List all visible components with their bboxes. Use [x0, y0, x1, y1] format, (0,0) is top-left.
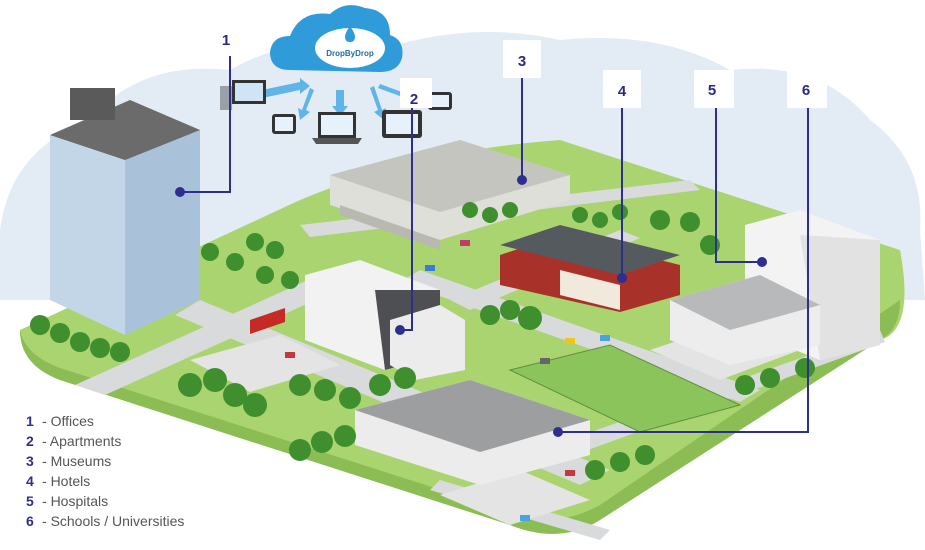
legend-item-museums: 3- Museums	[26, 451, 184, 471]
legend-label: Schools / Universities	[50, 513, 185, 529]
legend-item-hotels: 4- Hotels	[26, 471, 184, 491]
legend-label: Hospitals	[50, 493, 109, 509]
sports-field	[508, 344, 742, 433]
callout-number-2: 2	[410, 91, 418, 108]
trees	[30, 202, 815, 480]
cloud-icon	[270, 5, 403, 72]
red-bus	[250, 308, 285, 334]
legend-item-hospitals: 5- Hospitals	[26, 491, 184, 511]
legend-number: 1	[26, 413, 34, 429]
legend-item-schools: 6- Schools / Universities	[26, 511, 184, 531]
legend-label: Apartments	[49, 433, 122, 449]
legend-dash: -	[42, 433, 50, 449]
legend-dash: -	[42, 513, 51, 529]
legend-number: 5	[26, 493, 34, 509]
callout-number-1: 1	[222, 32, 230, 49]
cars	[285, 240, 610, 521]
ground-edge	[20, 300, 900, 534]
hospital-building	[670, 210, 880, 365]
callout-number-4: 4	[618, 83, 627, 100]
legend-label: Hotels	[50, 473, 91, 489]
legend-number: 6	[26, 513, 34, 529]
legend-dash: -	[42, 493, 51, 509]
cloud-brand-label: DropByDrop	[326, 49, 374, 58]
devices	[220, 80, 452, 144]
legend-number: 3	[26, 453, 34, 469]
callout-number-3: 3	[518, 53, 526, 70]
legend-item-apartments: 2- Apartments	[26, 431, 184, 451]
office-tower	[50, 88, 200, 335]
legend-item-offices: 1- Offices	[26, 411, 184, 431]
callout-badges: 1 2 3 4 5 6	[212, 26, 827, 108]
legend-dash: -	[42, 413, 51, 429]
callout-number-5: 5	[708, 82, 716, 99]
school-building	[355, 380, 590, 485]
legend-dash: -	[42, 453, 51, 469]
apartment-building	[305, 260, 465, 380]
callout-dots	[175, 175, 767, 437]
legend: 1- Offices 2- Apartments 3- Museums 4- H…	[26, 411, 184, 531]
legend-label: Museums	[50, 453, 112, 469]
hotel-building	[500, 225, 680, 312]
legend-number: 4	[26, 473, 34, 489]
legend-label: Offices	[50, 413, 94, 429]
legend-dash: -	[42, 473, 51, 489]
legend-number: 2	[26, 433, 34, 449]
callout-number-6: 6	[802, 82, 810, 99]
